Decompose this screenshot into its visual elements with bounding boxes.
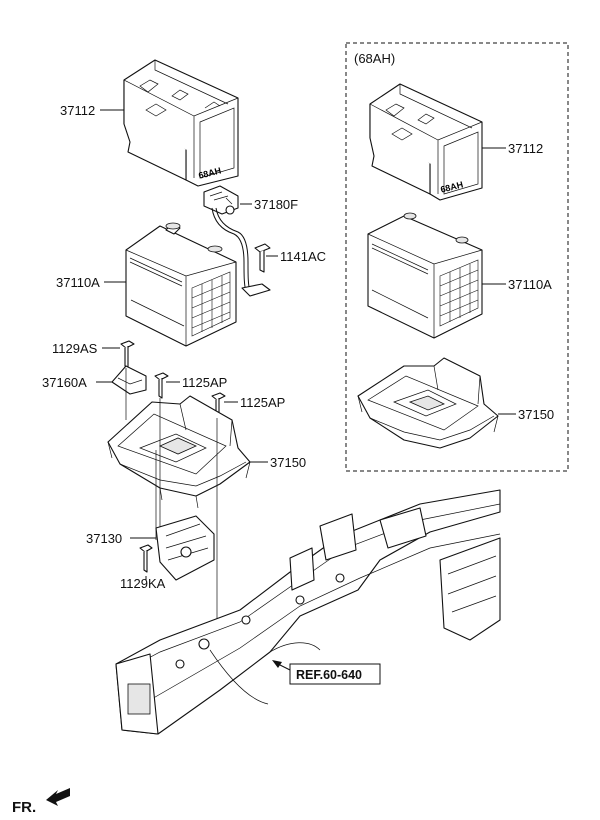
battery-alt	[367, 212, 483, 339]
battery-tray-alt	[357, 357, 499, 449]
reference-callout: REF.60-640	[272, 660, 381, 685]
bolt-1129as	[120, 340, 135, 369]
front-direction-indicator: FR.	[12, 788, 70, 816]
label-37112-alt: 37112	[508, 141, 543, 156]
battery-cable	[203, 185, 271, 297]
label-37110a-alt: 37110A	[508, 277, 552, 292]
label-1125ap-b: 1125AP	[240, 395, 285, 410]
bolt-1129ka	[139, 544, 153, 573]
label-1129ka: 1129KA	[120, 576, 166, 591]
battery-cover-alt: 68AH	[369, 83, 483, 201]
ref-label: REF.60-640	[296, 668, 362, 682]
label-1129as: 1129AS	[52, 341, 98, 356]
label-37150-main: 37150	[270, 455, 306, 470]
label-37180f: 37180F	[254, 197, 298, 212]
option-box-title: (68AH)	[354, 51, 395, 66]
label-37160a: 37160A	[42, 375, 87, 390]
hold-down-bracket	[111, 365, 147, 395]
label-37110a-main: 37110A	[56, 275, 100, 290]
battery-cover-main: 68AH	[123, 59, 239, 187]
battery-tray-main	[107, 395, 251, 509]
assembly-guide-lines	[125, 368, 218, 632]
label-1141ac: 1141AC	[280, 249, 326, 264]
tray-insulator	[155, 515, 215, 581]
label-37112-main: 37112	[60, 103, 95, 118]
label-37130: 37130	[86, 531, 122, 546]
front-arrow-icon	[46, 788, 70, 806]
bolt-1125ap-a	[154, 372, 169, 399]
label-1125ap-a: 1125AP	[182, 375, 227, 390]
body-frame-rail	[115, 489, 501, 735]
option-box-68ah: (68AH)	[345, 42, 569, 472]
label-37150-alt: 37150	[518, 407, 554, 422]
front-label: FR.	[12, 799, 36, 816]
battery-main	[125, 222, 237, 347]
option-box-frame	[345, 42, 569, 472]
bolt-1141ac	[254, 243, 271, 273]
